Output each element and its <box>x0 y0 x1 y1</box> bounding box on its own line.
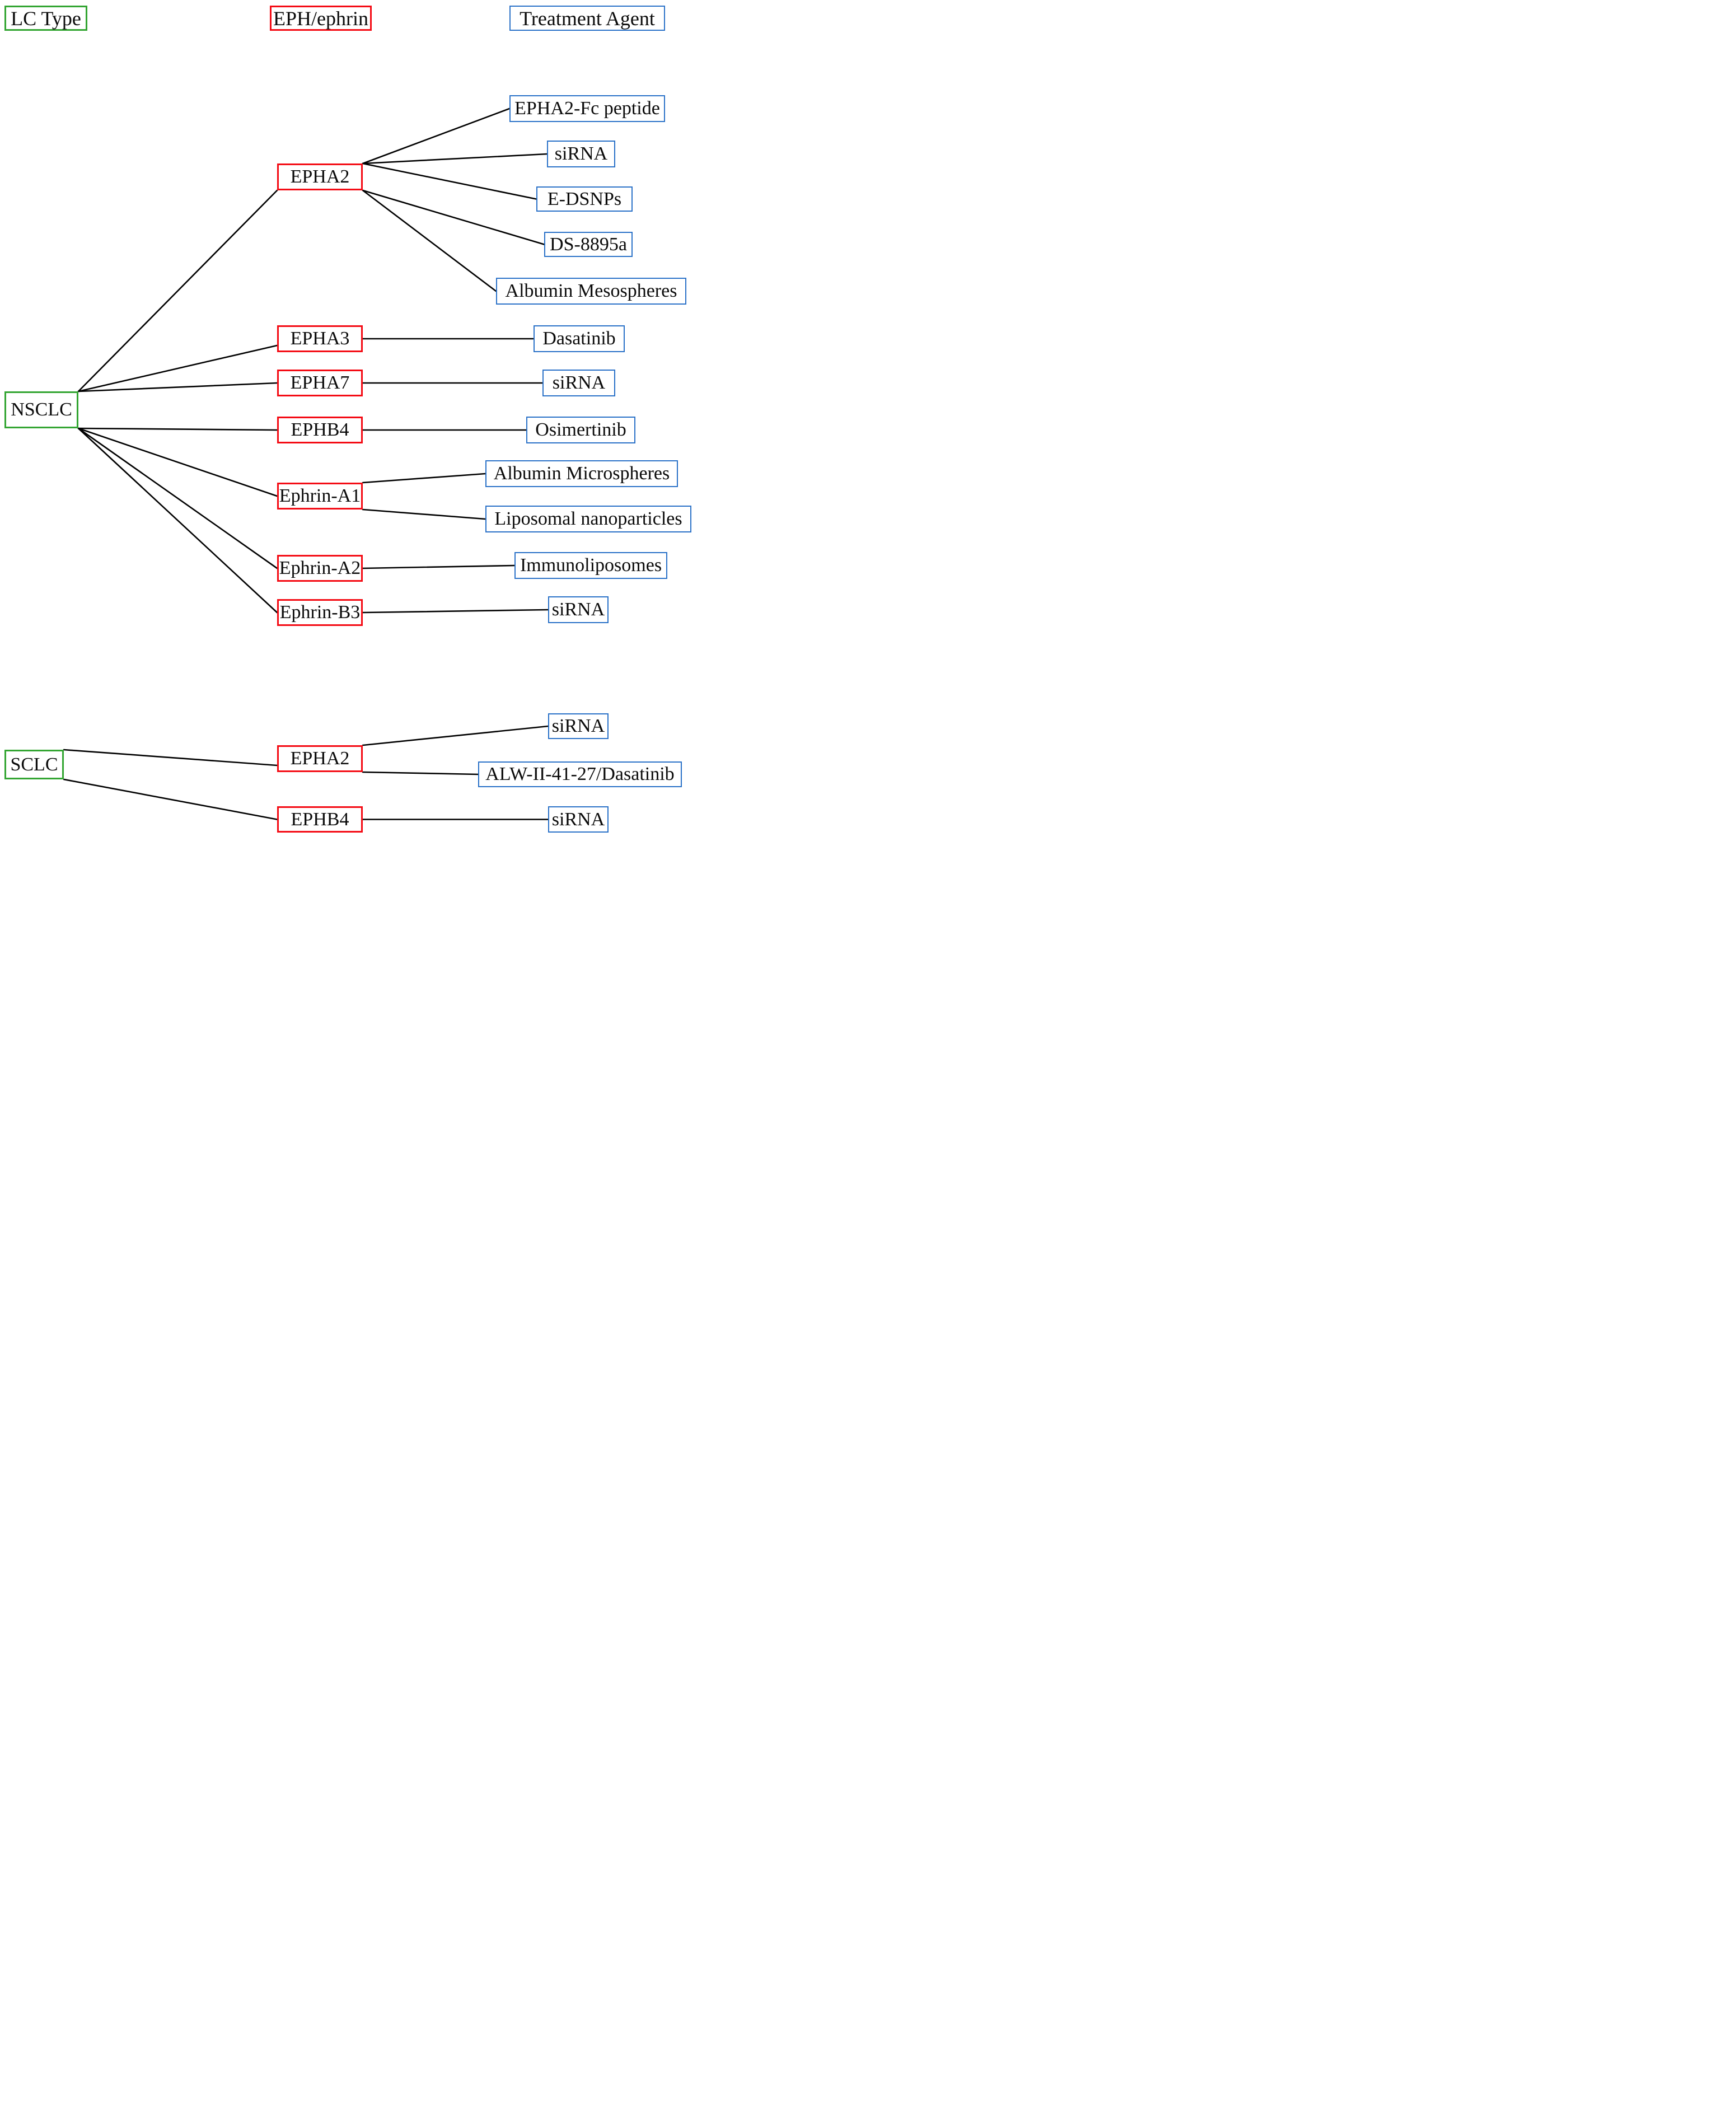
header-lc-type-label: LC Type <box>11 7 81 30</box>
liposomal-nanoparticles: Liposomal nanoparticles <box>485 506 691 532</box>
ephrin-a2: Ephrin-A2 <box>277 555 363 582</box>
header-eph-ephrin-label: EPH/ephrin <box>273 7 368 30</box>
edge-epha2-nsclc-to-albumin-mesospheres <box>362 189 497 292</box>
edge-epha2-nsclc-to-ds-8895a <box>362 189 545 245</box>
edge-ephrin-a2-to-immunoliposomes <box>362 564 516 569</box>
epha7-label: EPHA7 <box>290 372 350 393</box>
edge-epha2-nsclc-to-epha2-fc-peptide <box>362 108 511 165</box>
epha3-label: EPHA3 <box>290 328 350 349</box>
edge-ephrin-b3-to-sirna-ephrin-b3 <box>362 609 549 614</box>
ephb4-nsclc: EPHB4 <box>277 417 363 443</box>
header-lc-type: LC Type <box>4 6 87 31</box>
ephb4-sclc-label: EPHB4 <box>291 809 349 830</box>
edge-ephrin-a1-to-liposomal-nanoparticles <box>362 508 486 520</box>
ephrin-b3: Ephrin-B3 <box>277 599 363 626</box>
edge-ephrin-a1-to-albumin-microspheres <box>362 473 486 484</box>
epha3: EPHA3 <box>277 325 363 352</box>
dasatinib-label: Dasatinib <box>542 328 616 349</box>
ephb4-nsclc-label: EPHB4 <box>291 419 349 440</box>
epha2-fc-peptide-label: EPHA2-Fc peptide <box>514 98 660 119</box>
epha2-sclc-label: EPHA2 <box>290 748 350 769</box>
sirna-ephb4-sclc: siRNA <box>548 806 609 833</box>
edge-nsclc-to-ephb4-nsclc <box>77 427 278 431</box>
sirna-epha2-sclc: siRNA <box>548 713 609 739</box>
edge-sclc-to-epha2-sclc <box>63 749 278 767</box>
ephrin-a1-label: Ephrin-A1 <box>279 485 361 506</box>
sirna-epha2-label: siRNA <box>554 143 608 164</box>
nsclc: NSCLC <box>4 391 78 428</box>
immunoliposomes-label: Immunoliposomes <box>520 555 662 576</box>
e-dsnps-label: E-DSNPs <box>547 188 622 209</box>
ephb4-sclc: EPHB4 <box>277 806 363 833</box>
ds-8895a: DS-8895a <box>544 232 633 257</box>
nsclc-label: NSCLC <box>11 399 72 420</box>
epha2-nsclc-label: EPHA2 <box>290 166 350 187</box>
osimertinib: Osimertinib <box>526 417 635 443</box>
albumin-mesospheres-label: Albumin Mesospheres <box>505 281 677 301</box>
edge-nsclc-to-ephrin-b3 <box>77 427 278 614</box>
osimertinib-label: Osimertinib <box>535 419 626 440</box>
immunoliposomes: Immunoliposomes <box>514 552 667 579</box>
ds-8895a-label: DS-8895a <box>550 233 627 255</box>
sirna-epha2-sclc-label: siRNA <box>551 716 605 736</box>
dasatinib: Dasatinib <box>534 325 625 352</box>
sclc: SCLC <box>4 750 64 779</box>
edge-nsclc-to-ephrin-a1 <box>77 427 278 497</box>
albumin-microspheres-label: Albumin Microspheres <box>493 463 670 484</box>
ephrin-b3-label: Ephrin-B3 <box>279 602 361 623</box>
albumin-microspheres: Albumin Microspheres <box>485 460 678 487</box>
epha7: EPHA7 <box>277 370 363 396</box>
edge-epha2-sclc-to-alw-ii-41-27-dasatinib <box>362 771 479 775</box>
alw-ii-41-27-dasatinib: ALW-II-41-27/Dasatinib <box>478 761 682 787</box>
e-dsnps: E-DSNPs <box>536 186 633 212</box>
sirna-epha7-label: siRNA <box>552 372 606 393</box>
epha2-nsclc: EPHA2 <box>277 163 363 190</box>
connector-lines <box>63 108 549 820</box>
sirna-ephrin-b3-label: siRNA <box>551 599 605 620</box>
edge-nsclc-to-ephrin-a2 <box>77 427 278 569</box>
edge-epha2-sclc-to-sirna-epha2-sclc <box>362 725 549 746</box>
sirna-epha7: siRNA <box>542 370 615 396</box>
ephrin-a2-label: Ephrin-A2 <box>279 558 361 578</box>
alw-ii-41-27-dasatinib-label: ALW-II-41-27/Dasatinib <box>485 764 675 784</box>
sirna-epha2: siRNA <box>547 141 615 167</box>
epha2-fc-peptide: EPHA2-Fc peptide <box>509 95 665 122</box>
header-eph-ephrin: EPH/ephrin <box>270 6 372 31</box>
header-treatment-agent-label: Treatment Agent <box>520 7 655 30</box>
albumin-mesospheres: Albumin Mesospheres <box>496 278 686 305</box>
edge-sclc-to-ephb4-sclc <box>63 778 278 820</box>
edge-nsclc-to-epha2-nsclc <box>77 189 278 392</box>
sirna-ephrin-b3: siRNA <box>548 596 609 623</box>
header-treatment-agent: Treatment Agent <box>509 6 665 31</box>
edge-epha2-nsclc-to-sirna-epha2 <box>362 153 548 165</box>
ephrin-a1: Ephrin-A1 <box>277 483 363 510</box>
sirna-ephb4-sclc-label: siRNA <box>551 809 605 830</box>
liposomal-nanoparticles-label: Liposomal nanoparticles <box>494 508 682 529</box>
edge-epha2-nsclc-to-e-dsnps <box>362 162 537 200</box>
edge-nsclc-to-epha7 <box>77 382 278 392</box>
sclc-label: SCLC <box>10 754 58 775</box>
epha2-sclc: EPHA2 <box>277 745 363 772</box>
edge-nsclc-to-epha3 <box>77 344 278 392</box>
